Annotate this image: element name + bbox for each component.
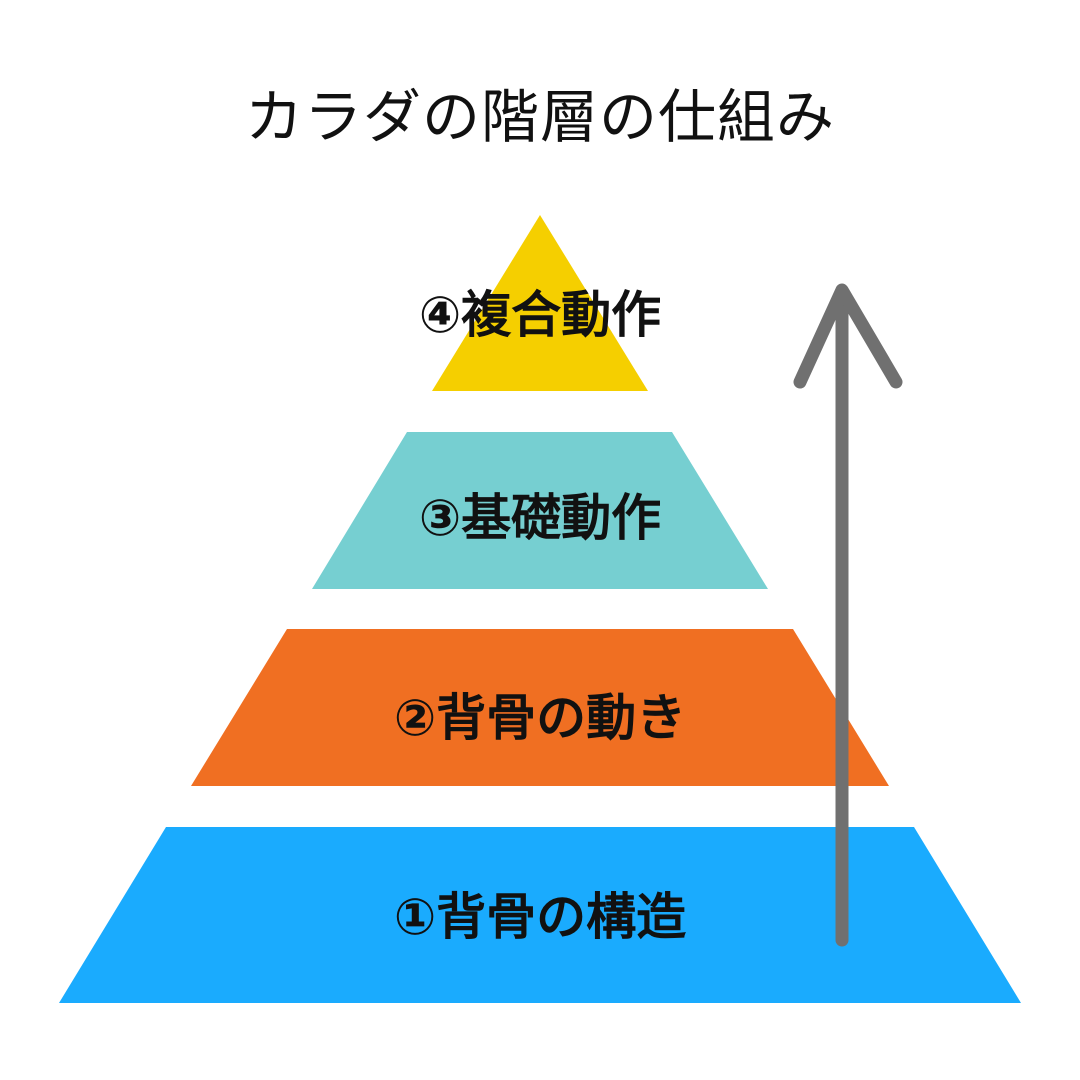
tier-1-label: ①背骨の構造 — [394, 888, 686, 946]
tier-4-compound-movement — [432, 215, 648, 391]
tier-1-spine-structure — [59, 827, 1021, 1003]
tier-3-basic-movement — [312, 432, 768, 589]
tier-2-label: ②背骨の動き — [394, 689, 686, 747]
tier-3-label: ③基礎動作 — [419, 489, 661, 547]
tier-2-spine-movement — [191, 629, 889, 786]
arrow-up-icon — [793, 283, 903, 947]
tier-4-label: ④複合動作 — [419, 286, 661, 344]
diagram-title: カラダの階層の仕組み — [244, 83, 835, 151]
